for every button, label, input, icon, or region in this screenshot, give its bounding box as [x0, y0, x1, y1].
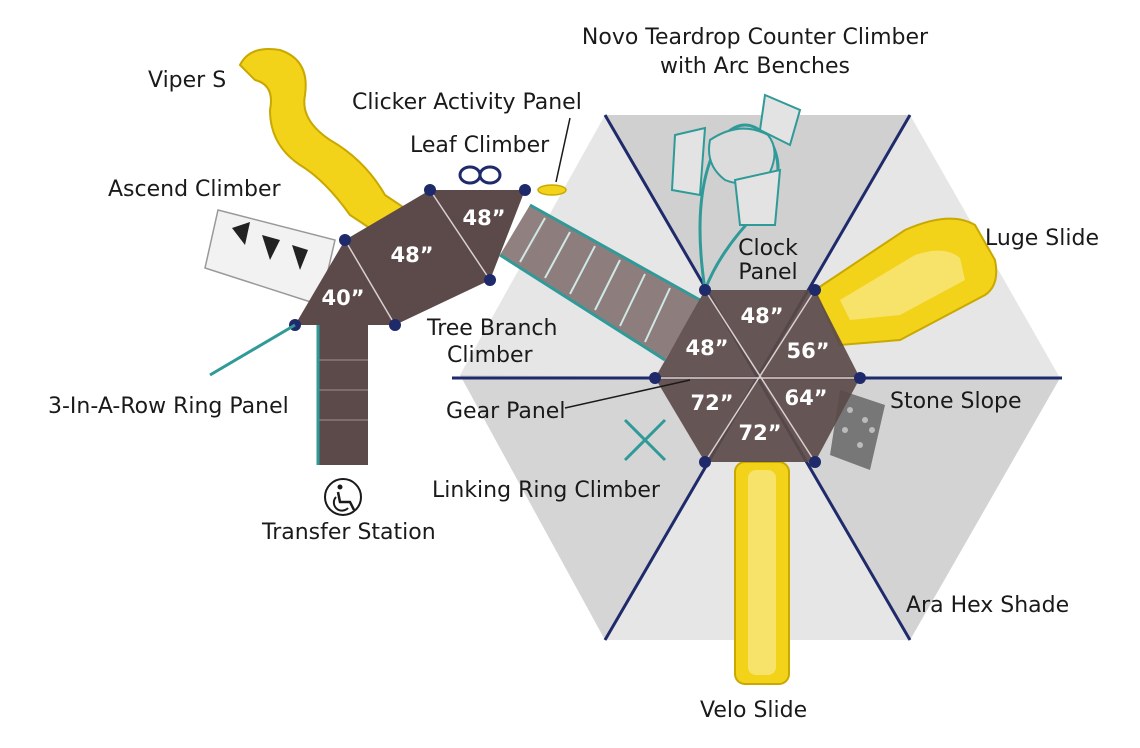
label-ascend-climber: Ascend Climber	[108, 177, 282, 202]
hex-deck-72-left: 72”	[690, 391, 733, 415]
label-tree-branch-line1: Tree Branch	[426, 316, 557, 341]
hex-deck-56: 56”	[786, 339, 829, 363]
label-novo-line2: with Arc Benches	[660, 54, 850, 79]
label-three-in-a-row: 3-In-A-Row Ring Panel	[48, 394, 289, 419]
label-tree-branch-line2: Climber	[447, 343, 534, 368]
velo-slide	[734, 461, 790, 685]
wheelchair-icon	[324, 478, 362, 516]
luge-slide	[813, 217, 998, 347]
label-novo-line1: Novo Teardrop Counter Climber	[582, 25, 929, 50]
label-clock-panel-line1: Clock	[738, 236, 798, 261]
label-ara-hex-shade: Ara Hex Shade	[906, 593, 1069, 618]
novo-teardrop-climber	[670, 93, 802, 291]
label-luge-slide: Luge Slide	[985, 226, 1099, 251]
hex-deck-48-top: 48”	[740, 304, 783, 328]
label-linking-ring-climber: Linking Ring Climber	[432, 478, 661, 503]
label-stone-slope: Stone Slope	[890, 389, 1022, 414]
deck-40: 40”	[321, 286, 364, 310]
label-gear-panel: Gear Panel	[446, 399, 565, 424]
hex-deck-64: 64”	[784, 386, 827, 410]
viper-s-slide	[238, 48, 417, 237]
leaf-climber-icon	[458, 165, 502, 185]
transfer-station-steps	[316, 325, 368, 465]
label-viper-s: Viper S	[148, 68, 226, 93]
deck-48-mid: 48”	[390, 243, 433, 267]
clicker-activity-panel-icon	[537, 184, 567, 196]
hex-deck-72-bottom: 72”	[738, 421, 781, 445]
label-transfer-station: Transfer Station	[261, 520, 436, 545]
label-leaf-climber: Leaf Climber	[410, 133, 550, 158]
linking-ring-climber	[623, 418, 667, 462]
stone-slope	[830, 390, 885, 470]
left-decks	[289, 184, 531, 331]
three-in-a-row-ring-panel	[209, 323, 296, 377]
label-velo-slide: Velo Slide	[700, 698, 807, 723]
hex-deck-48-left: 48”	[685, 336, 728, 360]
label-clicker-activity-panel: Clicker Activity Panel	[352, 90, 582, 115]
label-clock-panel-line2: Panel	[738, 260, 797, 285]
tree-branch-climber	[499, 203, 701, 362]
gear-leader-line	[564, 379, 691, 409]
ascend-climber	[204, 209, 336, 306]
deck-48-top: 48”	[462, 206, 505, 230]
hex-tower-deck	[649, 284, 866, 468]
clicker-leader-line	[555, 117, 571, 183]
